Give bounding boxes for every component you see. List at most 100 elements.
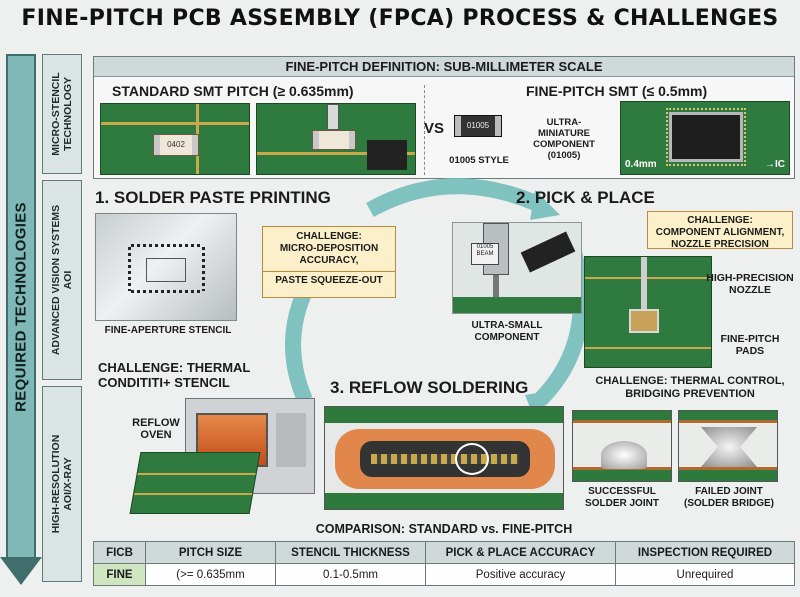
sidebar-arrow-head (0, 557, 42, 585)
label-line: HIGH-PRECISION (706, 272, 794, 284)
successful-joint-image (572, 410, 672, 482)
aperture-row (131, 290, 203, 293)
chip-cap (154, 135, 160, 155)
aperture-col (202, 247, 205, 291)
step3-title: 3. REFLOW SOLDERING (330, 378, 529, 397)
pcb-trace (101, 122, 249, 125)
ic-text: IC (775, 159, 785, 170)
fine-leads (371, 454, 519, 464)
table-cell: Positive accuracy (425, 563, 616, 586)
board-bottom (325, 493, 563, 509)
label-line: SUCCESSFUL (588, 486, 656, 497)
ultra-line: (01005) (547, 150, 581, 161)
head-tag-text: BEAM (476, 251, 494, 257)
chip-01005: 01005 (454, 115, 502, 137)
table-cell: (>= 0.635mm (145, 563, 276, 586)
step1-challenge-box: CHALLENGE: MICRO-DEPOSITION ACCURACY, PA… (262, 226, 396, 298)
challenge-line: CHALLENGE: THERMAL (98, 360, 251, 375)
joint-board-bottom (679, 467, 777, 481)
challenge-line: PASTE SQUEEZE-OUT (263, 271, 395, 287)
divider (424, 85, 425, 175)
step2-challenge-box: CHALLENGE: COMPONENT ALIGNMENT, NOZZLE P… (647, 211, 793, 250)
ultra-line: ULTRA- (546, 117, 582, 128)
step2-title: 2. PICK & PLACE (516, 188, 655, 207)
pick-head-image: 01005 BEAM (452, 222, 582, 314)
board-top (325, 407, 563, 423)
aperture-row (131, 244, 203, 247)
pads-label: FINE-PITCH PADS (715, 333, 785, 357)
aperture-col (128, 247, 131, 291)
nozzle-icon (493, 275, 499, 297)
solder-bridge (701, 427, 757, 467)
reflow-pcb-image (129, 452, 261, 514)
chip-cap (349, 131, 355, 149)
pitch-04-label: 0.4mm (625, 159, 657, 170)
camera-icon (520, 231, 576, 273)
fine-pitch-pads-image (584, 256, 712, 368)
ultra-miniature-label: ULTRA- MINIATURE COMPONENT (01005) (524, 117, 604, 161)
chip-cap (192, 135, 198, 155)
chip-0402-label: 0402 (167, 140, 185, 149)
standard-pcb-photo: 0402 (100, 103, 250, 175)
challenge-line: ACCURACY, (299, 255, 359, 266)
fine-pitch-ic-photo: 0.4mm →IC (620, 101, 790, 175)
table-header-cell: PITCH SIZE (145, 541, 276, 564)
pcb-trace (137, 473, 258, 475)
high-precision-nozzle-icon (641, 257, 647, 309)
pcb-trace (133, 493, 255, 495)
chip-cap (313, 131, 319, 149)
cycle-arrow-top (366, 178, 544, 218)
magnifier-circle (455, 443, 489, 475)
ultra-line: COMPONENT (533, 139, 595, 150)
nozzle-icon (327, 104, 339, 130)
vs-label: VS (424, 120, 445, 137)
head-tag-text: 01005 (476, 244, 494, 250)
reflow-cross-section (324, 406, 564, 510)
chip-0402: 0402 (153, 134, 199, 156)
comparison-table-wrap: FICB PITCH SIZE STENCIL THICKNESS PICK &… (93, 541, 795, 590)
label-line: FINE-PITCH (720, 333, 780, 345)
step2-challenge2: CHALLENGE: THERMAL CONTROL, BRIDGING PRE… (584, 375, 796, 401)
standard-pitch-label: STANDARD SMT PITCH (≥ 0.635mm) (112, 83, 354, 99)
table-header-cell: PICK & PLACE ACCURACY (425, 541, 616, 564)
qfp-ic (669, 112, 743, 162)
label-line: COMPONENT (474, 332, 540, 343)
oven-panel (276, 413, 306, 467)
ic-leads (666, 108, 746, 166)
label-line: SOLDER JOINT (585, 498, 659, 509)
inner-square (146, 258, 186, 282)
label-line: REFLOW (132, 417, 180, 429)
dark-component (367, 140, 407, 170)
label-line: FAILED JOINT (695, 486, 763, 497)
comparison-title: COMPARISON: STANDARD vs. FINE-PITCH (315, 522, 573, 536)
page-title: FINE-PITCH PCB ASSEMBLY (FPCA) PROCESS &… (21, 6, 779, 31)
label-line: BRIDGING PREVENTION (625, 388, 755, 400)
chip-small (312, 130, 356, 150)
table-header-cell: FICB (93, 541, 146, 564)
successful-joint-label: SUCCESSFUL SOLDER JOINT (570, 486, 674, 510)
table-header-cell: STENCIL THICKNESS (275, 541, 426, 564)
pcb-trace (585, 347, 711, 349)
cycle-arrowhead-top (530, 190, 560, 220)
definition-title: FINE-PITCH DEFINITION: SUB-MILLIMETER SC… (94, 57, 794, 77)
pcb-trace (257, 152, 415, 155)
label-line: OVEN (140, 429, 172, 441)
challenge-line: COMPONENT ALIGNMENT, (655, 227, 785, 238)
joint-board-top (679, 411, 777, 423)
table-header-row: FICB PITCH SIZE STENCIL THICKNESS PICK &… (93, 541, 795, 564)
definition-panel: FINE-PITCH DEFINITION: SUB-MILLIMETER SC… (93, 56, 795, 179)
stencil-label: FINE-APERTURE STENCIL (104, 325, 232, 336)
ic-label: →IC (765, 159, 785, 170)
comparison-table: FICB PITCH SIZE STENCIL THICKNESS PICK &… (93, 541, 795, 586)
reflow-oven-label: REFLOW OVEN (116, 417, 196, 441)
challenge-line: NOZZLE PRECISION (671, 239, 769, 250)
standard-pcb-photo-2 (256, 103, 416, 175)
chip-cap (495, 116, 501, 136)
nozzle-label: HIGH-PRECISION NOZZLE (705, 272, 795, 296)
ultra-line: MINIATURE (537, 128, 591, 139)
table-header-cell: INSPECTION REQUIRED (615, 541, 795, 564)
fine-aperture-stencil-image (95, 213, 237, 321)
